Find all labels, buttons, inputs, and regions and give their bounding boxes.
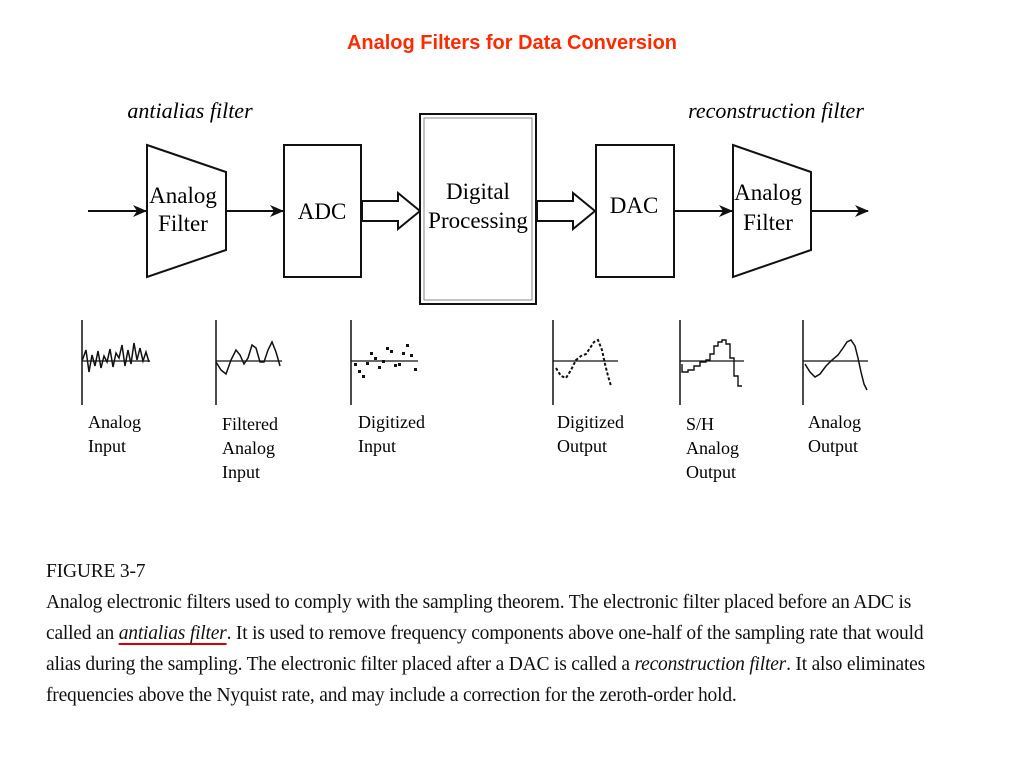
- waveform-analog-output: [802, 320, 868, 405]
- svg-text:Analog: Analog: [222, 438, 275, 458]
- page-title: Analog Filters for Data Conversion: [346, 32, 678, 54]
- filter2-line1: Analog: [734, 180, 802, 205]
- figure-number: FIGURE 3-7: [46, 561, 146, 582]
- waveform-analog-input: [81, 320, 150, 405]
- dac-block: [595, 144, 675, 278]
- svg-text:Input: Input: [358, 436, 396, 456]
- digital-processing-block: [419, 113, 537, 305]
- filter1-line1: Analog: [149, 183, 217, 208]
- waveform-digitized-output: [552, 320, 618, 405]
- svg-text:Analog: Analog: [808, 412, 861, 432]
- svg-text:Output: Output: [808, 436, 858, 456]
- reconstruction-label: reconstruction filter: [688, 98, 864, 123]
- digital-to-dac-arrow: [536, 190, 597, 232]
- signal-label-analog-output: Analog Output: [808, 412, 861, 456]
- signal-label-digitized-input: Digitized Input: [358, 412, 425, 456]
- waveform-sh-output: [679, 320, 744, 405]
- svg-text:Digitized: Digitized: [557, 412, 624, 432]
- adc-label: ADC: [298, 199, 347, 224]
- caption-term-antialias: antialias filter: [118, 623, 227, 644]
- signal-label-sh-output: S/H Analog Output: [686, 414, 739, 482]
- svg-text:Input: Input: [88, 436, 126, 456]
- digital-line1: Digital: [446, 179, 510, 204]
- signal-label-analog-input: Analog Input: [88, 412, 141, 456]
- svg-text:S/H: S/H: [686, 414, 714, 434]
- svg-text:Analog: Analog: [88, 412, 141, 432]
- filter1-line2: Filter: [158, 211, 208, 236]
- signal-label-filtered-input: Filtered Analog Input: [222, 414, 278, 482]
- caption-text-2: . It is used to remove frequency compone…: [46, 623, 924, 675]
- reconstruction-filter-block: [732, 143, 812, 279]
- antialias-label: antialias filter: [127, 98, 253, 123]
- filter2-line2: Filter: [743, 210, 793, 235]
- svg-text:Analog: Analog: [686, 438, 739, 458]
- antialias-filter-block: [146, 143, 227, 279]
- waveform-digitized-input: [350, 320, 418, 405]
- svg-text:Digitized: Digitized: [358, 412, 425, 432]
- waveform-filtered-input: [215, 320, 282, 405]
- adc-block: [283, 144, 362, 278]
- svg-text:Output: Output: [557, 436, 607, 456]
- caption-text-1: Analog electronic filters used to comply…: [46, 592, 912, 644]
- svg-text:Filtered: Filtered: [222, 414, 278, 434]
- caption-text-3: . It also eliminates frequencies above t…: [46, 654, 926, 706]
- dac-label: DAC: [610, 193, 659, 218]
- signal-label-digitized-output: Digitized Output: [557, 412, 624, 456]
- digital-line2: Processing: [428, 208, 528, 233]
- block-diagram: antialias filter reconstruction filter A…: [81, 98, 869, 482]
- adc-to-digital-arrow: [361, 190, 422, 232]
- svg-text:Output: Output: [686, 462, 736, 482]
- caption-term-reconstruction: reconstruction filter: [634, 654, 787, 675]
- svg-text:Input: Input: [222, 462, 260, 482]
- figure-caption: FIGURE 3-7 Analog electronic filters use…: [46, 556, 946, 711]
